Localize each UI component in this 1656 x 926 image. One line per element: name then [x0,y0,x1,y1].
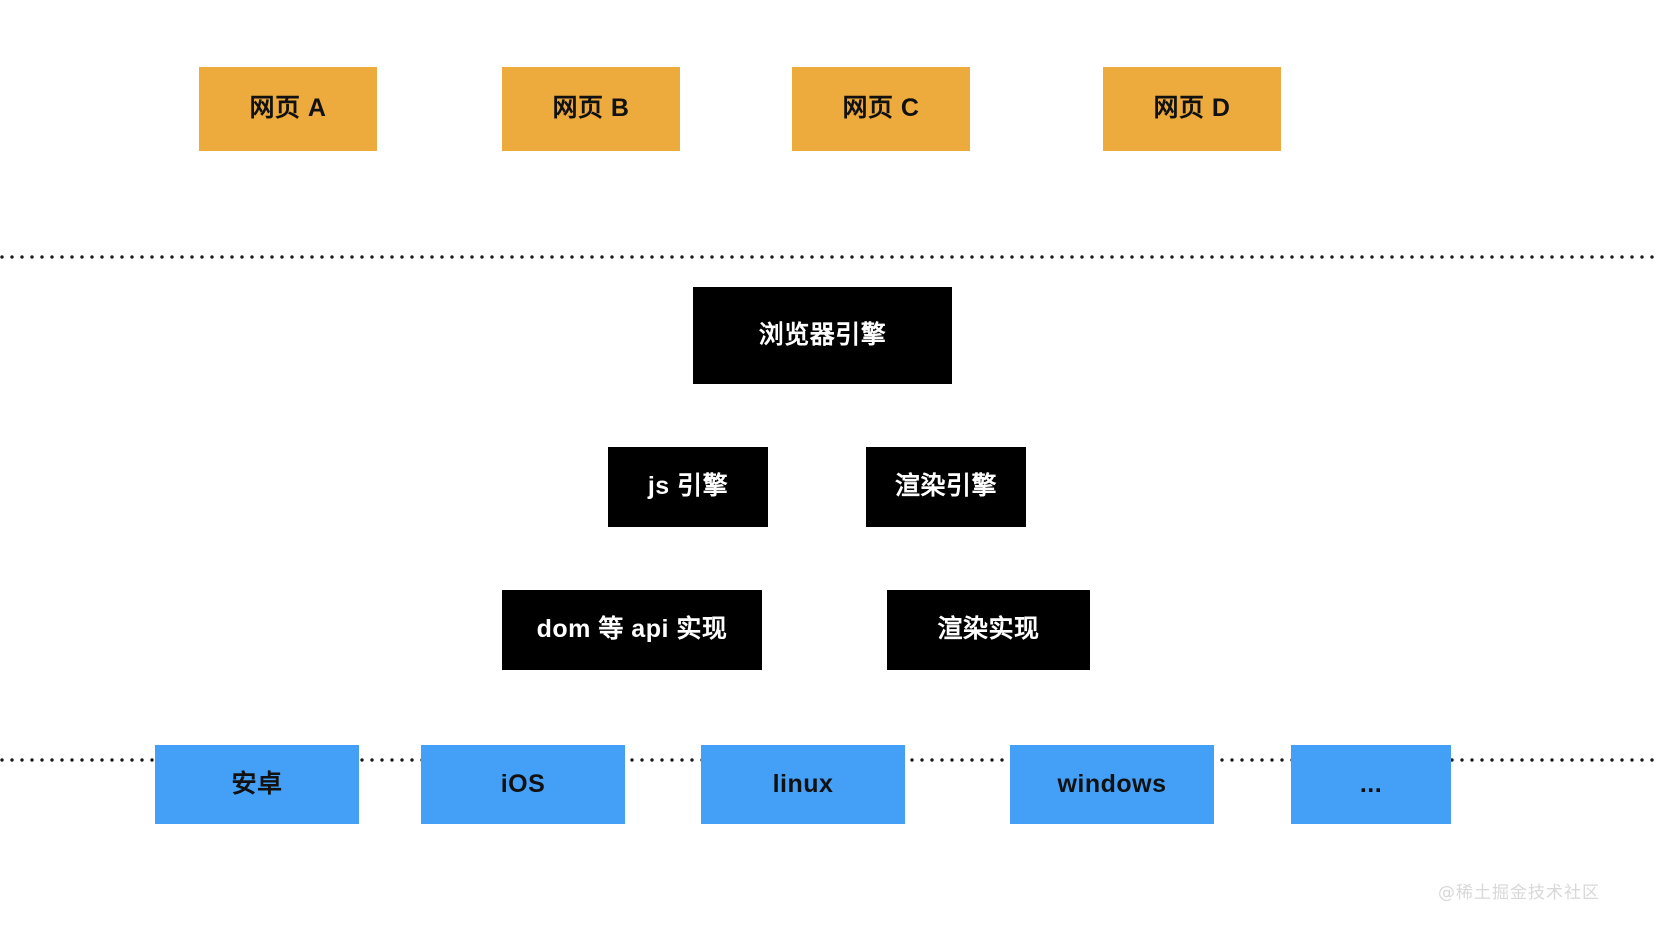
browser-engine-node[interactable]: 渲染引擎 [866,447,1026,527]
browser-engine-node[interactable]: 浏览器引擎 [693,287,952,384]
web-pages-node-label: 网页 B [552,94,630,123]
watermark: @稀土掘金技术社区 [1438,883,1600,903]
browser-engine-node-label: dom 等 api 实现 [536,615,728,644]
web-pages-node[interactable]: 网页 D [1103,67,1281,151]
operating-systems-node-label: windows [1057,769,1167,798]
browser-engine-node-label: 浏览器引擎 [758,320,887,349]
divider-pages-engine [0,255,1656,259]
web-pages-node-label: 网页 A [249,94,327,123]
operating-systems-node-label: ... [1359,769,1383,798]
operating-systems-node-label: iOS [500,769,546,798]
browser-engine-node[interactable]: js 引擎 [608,447,768,527]
operating-systems-node[interactable]: 安卓 [155,745,359,824]
operating-systems-node[interactable]: windows [1010,745,1214,824]
web-pages-node[interactable]: 网页 B [502,67,680,151]
browser-engine-node-label: js 引擎 [647,472,729,501]
browser-engine-node[interactable]: dom 等 api 实现 [502,590,762,670]
web-pages-node[interactable]: 网页 A [199,67,377,151]
operating-systems-node[interactable]: linux [701,745,905,824]
operating-systems-node[interactable]: iOS [421,745,625,824]
operating-systems-node[interactable]: ... [1291,745,1451,824]
web-pages-node-label: 网页 D [1153,94,1231,123]
browser-engine-node-label: 渲染实现 [937,615,1040,644]
operating-systems-node-label: linux [772,769,834,798]
operating-systems-node-label: 安卓 [231,769,283,798]
web-pages-node[interactable]: 网页 C [792,67,970,151]
browser-engine-node[interactable]: 渲染实现 [887,590,1090,670]
web-pages-node-label: 网页 C [842,94,920,123]
browser-engine-node-label: 渲染引擎 [894,472,997,501]
